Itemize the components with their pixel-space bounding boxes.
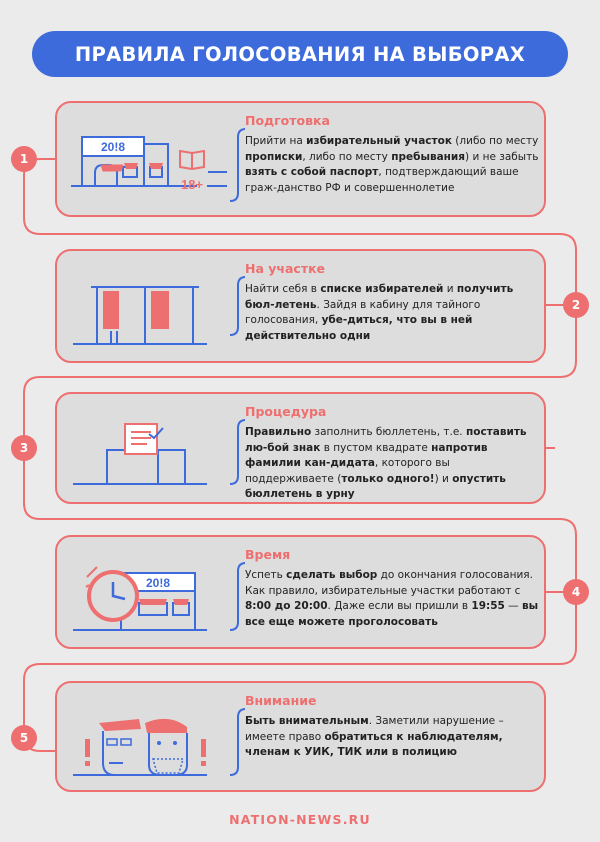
person-left-icon <box>99 719 141 776</box>
step-card-procedure: Процедура Правильно заполнить бюллетень,… <box>55 392 546 504</box>
station-with-clock-icon: 20!8 <box>73 562 245 631</box>
page-title: ПРАВИЛА ГОЛОСОВАНИЯ НА ВЫБОРАХ <box>32 31 568 77</box>
step-title: На участке <box>245 261 326 276</box>
step-body: Быть внимательным. Заметили нарушение – … <box>245 715 504 758</box>
step-title: Процедура <box>245 404 327 419</box>
step-card-time: 20!8 Время Успеть сделать выбор до оконч… <box>55 535 546 649</box>
step-card-preparation: 20!8 18+ Подготовка Прийти на избиратель… <box>55 101 546 217</box>
step-number-badge: 5 <box>11 725 37 751</box>
step-title: Время <box>245 547 291 562</box>
step-number-badge: 4 <box>563 579 589 605</box>
step-body: Прийти на избирательный участок (либо по… <box>245 135 539 194</box>
voting-booth-icon <box>73 276 245 345</box>
step-number-badge: 1 <box>11 146 37 172</box>
clock-icon <box>85 566 139 622</box>
exclamation-icon <box>85 739 206 766</box>
passport-book-icon <box>179 149 205 171</box>
building-sign-text: 20!8 <box>146 576 170 590</box>
ballot-paper-icon <box>124 423 158 455</box>
step-body: Правильно заполнить бюллетень, т.е. пост… <box>245 426 527 500</box>
step-body: Найти себя в списке избирателей и получи… <box>245 283 514 342</box>
step-number-badge: 2 <box>563 292 589 318</box>
observers-icon <box>73 708 245 776</box>
step-title: Внимание <box>245 693 317 708</box>
step-number-badge: 3 <box>11 435 37 461</box>
person-right-icon <box>145 718 188 776</box>
age-label: 18+ <box>181 177 203 192</box>
step-body: Успеть сделать выбор до окончания голосо… <box>245 569 539 628</box>
step-card-at-station: На участке Найти себя в списке избирател… <box>55 249 546 363</box>
step-title: Подготовка <box>245 113 330 128</box>
step-card-attention: Внимание Быть внимательным. Заметили нар… <box>55 681 546 792</box>
building-sign-text: 20!8 <box>101 140 125 154</box>
polling-station-icon: 20!8 18+ <box>71 128 245 202</box>
ballot-box-icon <box>73 419 245 485</box>
footer-site-link[interactable]: NATION-NEWS.RU <box>229 812 371 827</box>
